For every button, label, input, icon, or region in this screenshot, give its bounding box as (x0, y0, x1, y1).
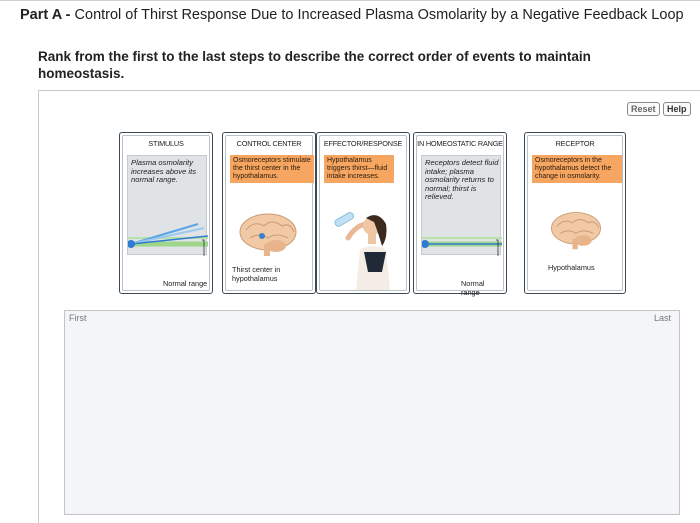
card-label: Normal range (163, 279, 208, 288)
card-text: Osmoreceptors stimulate the thirst cente… (230, 155, 314, 183)
card-frame: STIMULUS Plasma osmolarity increases abo… (122, 135, 210, 291)
part-title-text: Control of Thirst Response Due to Increa… (74, 7, 684, 23)
card-heading: RECEPTOR (555, 139, 595, 148)
first-label: First (69, 313, 87, 323)
card-heading: IN HOMEOSTATIC RANGE (417, 139, 503, 148)
card-heading: EFFECTOR/RESPONSE (323, 139, 403, 148)
osmolarity-graph-icon (128, 223, 208, 256)
card-frame: IN HOMEOSTATIC RANGE Receptors detect fl… (416, 135, 504, 297)
card-stimulus[interactable]: STIMULUS Plasma osmolarity increases abo… (119, 132, 213, 294)
stimulus-panel: Plasma osmolarity increases above its no… (127, 155, 208, 256)
card-frame: RECEPTOR Osmoreceptors in the hypothalam… (527, 135, 623, 291)
homeostatic-panel: Receptors detect fluid intake; plasma os… (421, 155, 502, 256)
help-button[interactable]: Help (663, 102, 691, 116)
reset-button[interactable]: Reset (627, 102, 660, 116)
brain-icon (551, 212, 601, 250)
card-frame: EFFECTOR/RESPONSE Hypothalamus triggers … (319, 135, 407, 291)
ranking-drop-zone[interactable] (64, 310, 680, 515)
last-label: Last (654, 313, 672, 323)
part-label: Part A - (20, 7, 71, 23)
top-divider (0, 0, 700, 1)
card-control-center[interactable]: CONTROL CENTER Osmoreceptors stimulate t… (222, 132, 316, 294)
card-label: Hypothalamus (548, 263, 595, 272)
card-text: Osmoreceptors in the hypothalamus detect… (532, 155, 622, 183)
card-label: Normal range (461, 279, 485, 297)
part-title: Part A - Control of Thirst Response Due … (20, 6, 690, 24)
osmolarity-graph-icon (422, 237, 502, 256)
card-label: Thirst center in hypothalamus (232, 265, 281, 283)
card-frame: CONTROL CENTER Osmoreceptors stimulate t… (225, 135, 314, 291)
card-heading: STIMULUS (148, 139, 184, 148)
card-heading: CONTROL CENTER (236, 139, 302, 148)
instructions: Rank from the first to the last steps to… (38, 49, 591, 81)
card-text: Plasma osmolarity increases above its no… (131, 158, 197, 185)
card-effector-response[interactable]: EFFECTOR/RESPONSE Hypothalamus triggers … (316, 132, 410, 294)
card-in-homeostatic-range[interactable]: IN HOMEOSTATIC RANGE Receptors detect fl… (413, 132, 507, 297)
brain-icon (239, 213, 297, 256)
card-receptor[interactable]: RECEPTOR Osmoreceptors in the hypothalam… (524, 132, 626, 294)
card-text: Receptors detect fluid intake; plasma os… (425, 158, 499, 202)
card-text: Hypothalamus triggers thirst—fluid intak… (324, 155, 394, 183)
woman-drinking-icon (334, 212, 390, 290)
